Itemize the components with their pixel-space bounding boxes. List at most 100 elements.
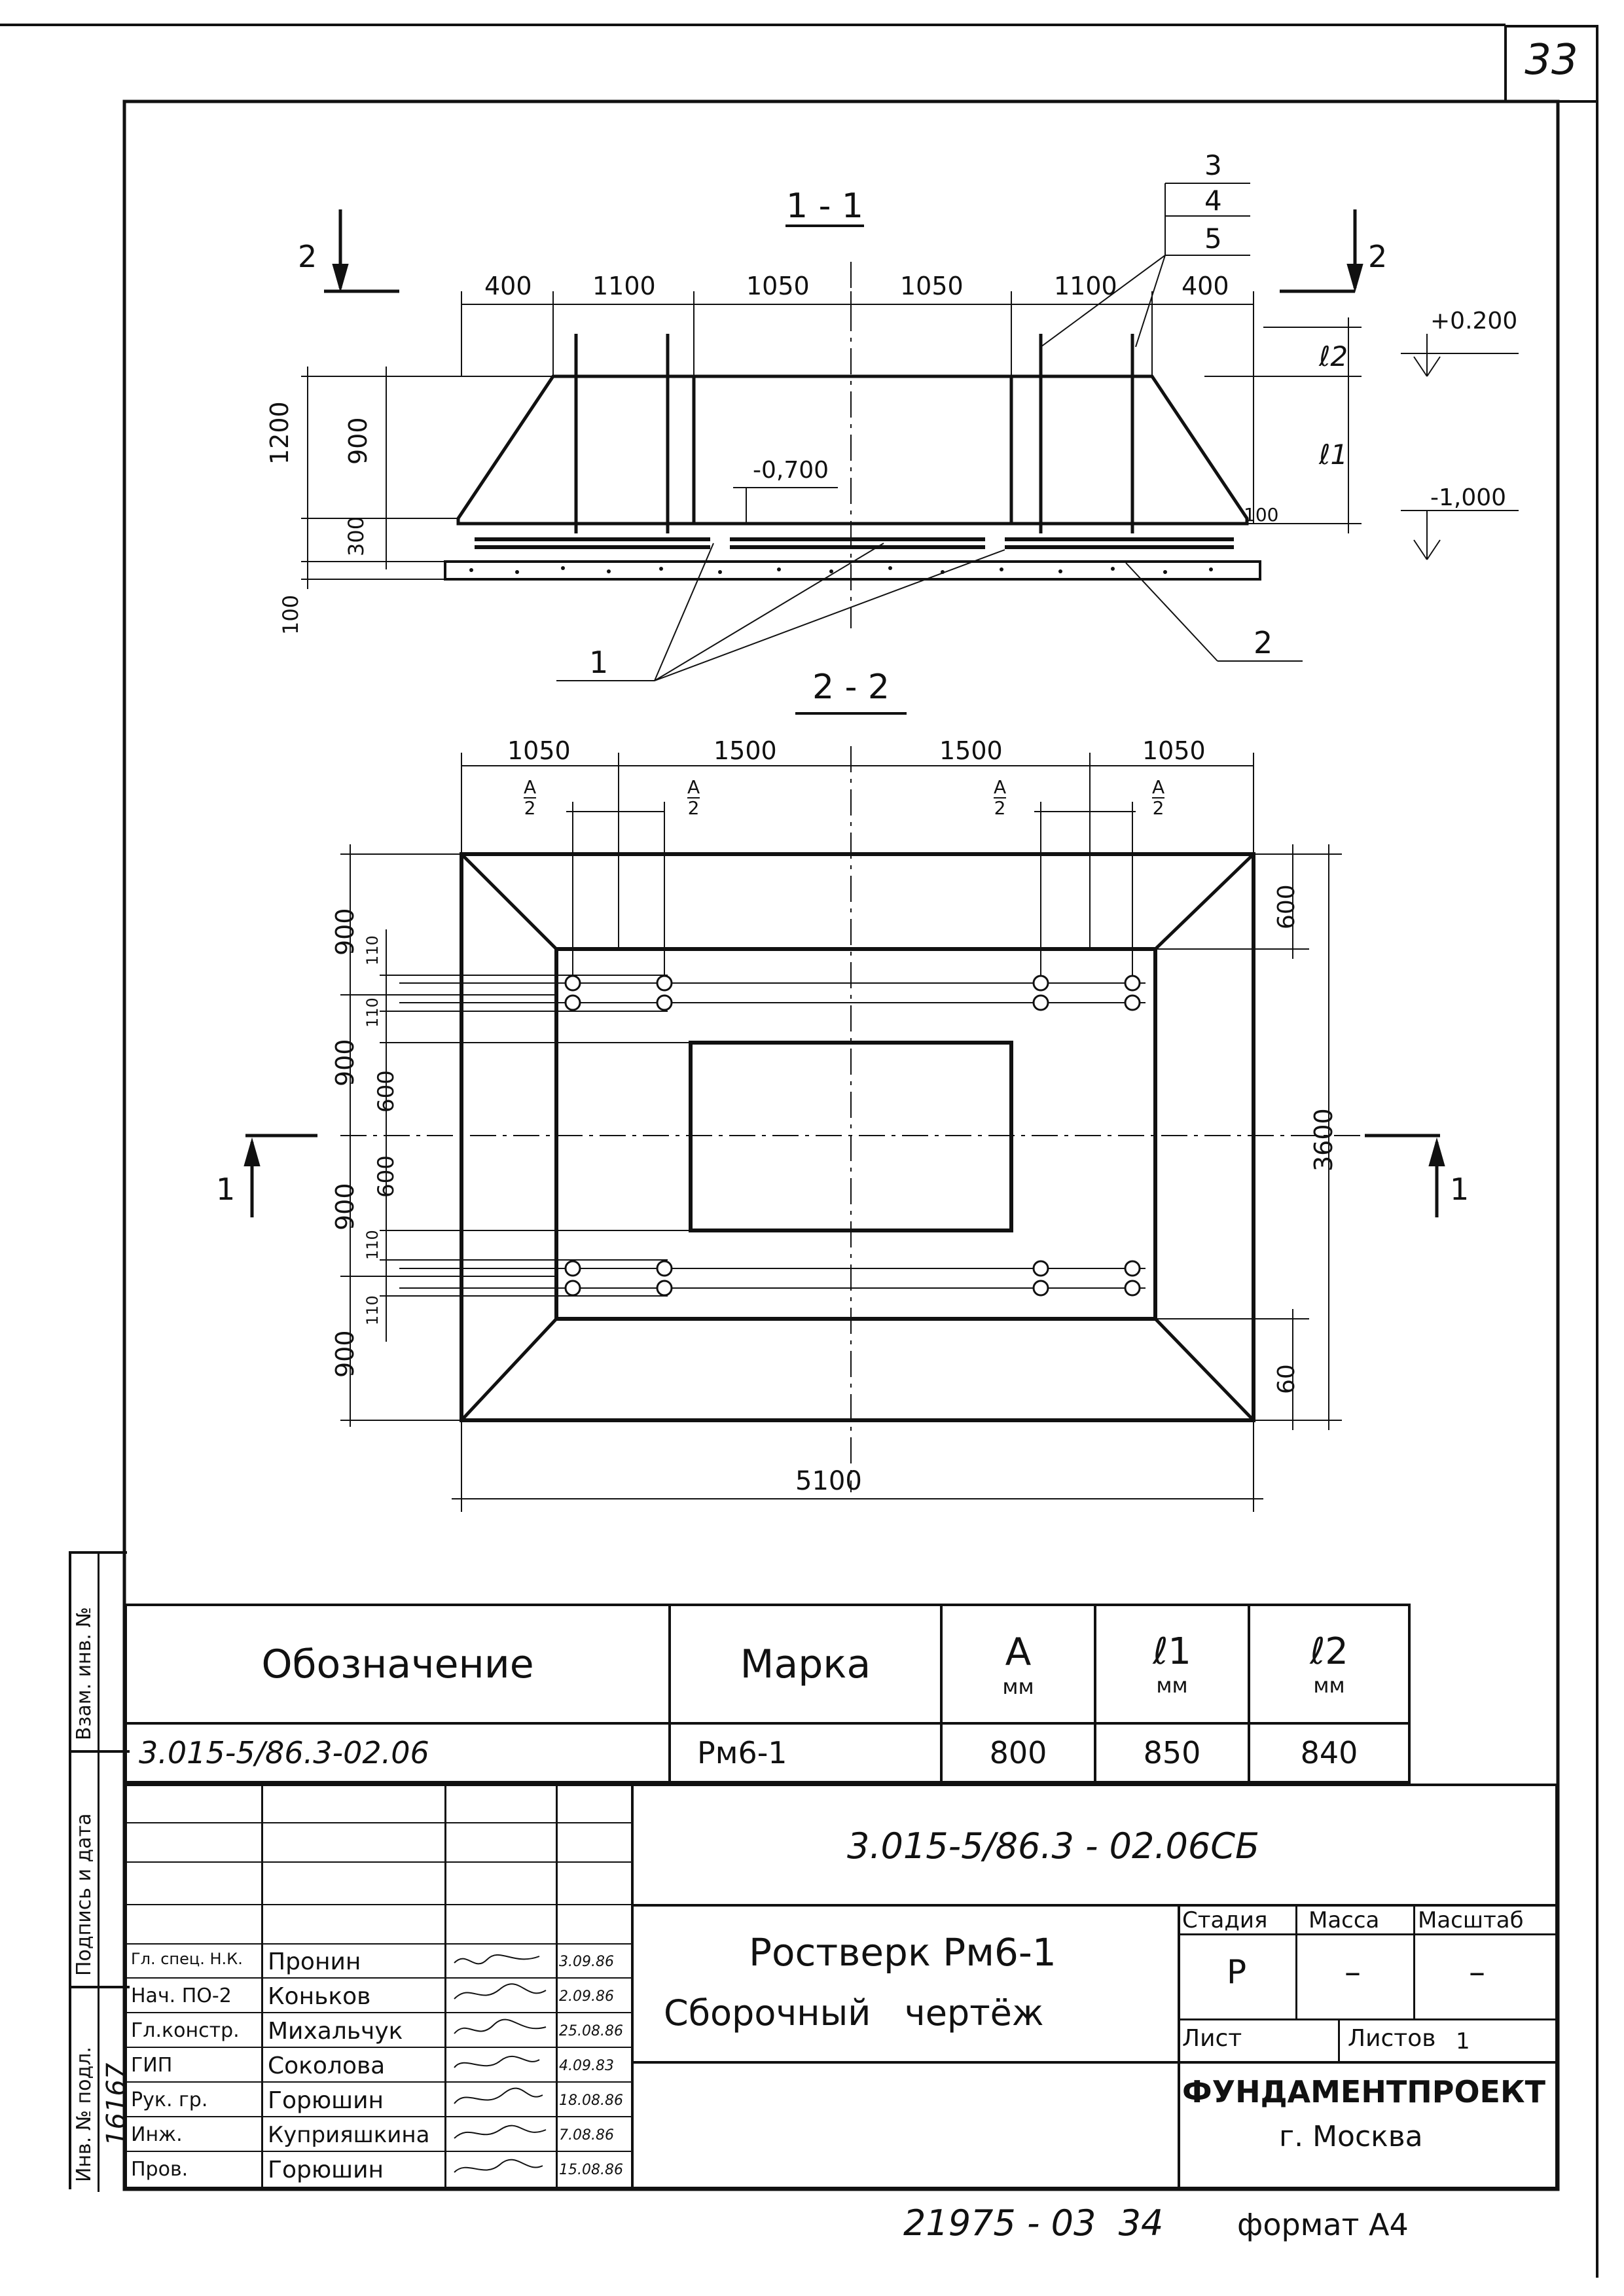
org-name: ФУНДАМЕНТПРОЕКТ bbox=[1182, 2074, 1545, 2109]
plan-dim-top-0: 1050 bbox=[507, 736, 571, 765]
signer-date: 18.08.86 bbox=[559, 2092, 623, 2109]
footer-code: 21975 - 03 34 bbox=[903, 2202, 1164, 2244]
half-a-4-num: A bbox=[1152, 776, 1165, 798]
tb-code-bottom bbox=[631, 1904, 1555, 1907]
half-a-3: A 2 bbox=[994, 776, 1007, 819]
footer-format: формат A4 bbox=[1237, 2207, 1409, 2242]
signer-name: Михальчук bbox=[268, 2018, 403, 2045]
sheet-number: 33 bbox=[1525, 36, 1578, 84]
dim-left-100: 100 bbox=[278, 594, 303, 635]
plan-dim-left-900-b: 900 bbox=[331, 1039, 359, 1086]
plan-dim-left-110-d: 110 bbox=[363, 1295, 382, 1325]
drawing-frame bbox=[122, 99, 1560, 2191]
plan-dim-top-1: 1500 bbox=[713, 736, 777, 765]
section-1-1 bbox=[301, 183, 1519, 681]
tb-sheets-col bbox=[1338, 2018, 1340, 2061]
signer-line-6 bbox=[127, 2151, 631, 2152]
dim-top-5: 400 bbox=[1182, 272, 1229, 300]
tb-row-c bbox=[127, 1904, 631, 1905]
section-2-2 bbox=[244, 712, 1445, 1512]
plan-dim-left-110-b: 110 bbox=[363, 997, 382, 1028]
dim-left-300: 300 bbox=[344, 516, 369, 556]
plan-dim-top-3: 1050 bbox=[1142, 736, 1206, 765]
doc-code: 3.015-5/86.3 - 02.06СБ bbox=[847, 1825, 1260, 1867]
signers-list: Гл. спец. Н.К. Пронин 3.09.86 Нач. ПО-2 … bbox=[127, 1943, 631, 2187]
tb-col-4 bbox=[631, 1786, 634, 2187]
signer-row: Гл.констр. Михальчук 25.08.86 bbox=[127, 2013, 631, 2047]
half-a-3-den: 2 bbox=[994, 797, 1006, 819]
cut-mark-2-right: 2 bbox=[1368, 239, 1388, 274]
leader-1: 1 bbox=[589, 645, 609, 680]
signer-row: Нач. ПО-2 Коньков 2.09.86 bbox=[127, 1978, 631, 2012]
half-a-1-num: A bbox=[524, 776, 537, 798]
cut-mark-1-right: 1 bbox=[1450, 1172, 1470, 1207]
leader-5: 5 bbox=[1204, 223, 1222, 255]
signer-row: Гл. спец. Н.К. Пронин 3.09.86 bbox=[127, 1943, 631, 1977]
plan-dim-top-2: 1500 bbox=[939, 736, 1003, 765]
spec-l2-text: 840 bbox=[1300, 1735, 1358, 1770]
sheet-label: Лист bbox=[1182, 2025, 1242, 2052]
signer-role: Нач. ПО-2 bbox=[131, 1984, 232, 2007]
side-inv-original: Инв. № подл. bbox=[73, 2047, 96, 2182]
tb-scale-col bbox=[1413, 1904, 1415, 2018]
spec-header-l1-text: ℓ1 bbox=[1153, 1630, 1191, 1673]
side-strip-vdivider bbox=[98, 1554, 99, 2192]
dim-l2: ℓ2 bbox=[1319, 340, 1348, 372]
mass-label: Масса bbox=[1308, 1907, 1380, 1933]
plan-dim-left-600-b: 600 bbox=[373, 1155, 399, 1198]
sheets-label: Листов bbox=[1348, 2025, 1436, 2052]
level-plus-0200: +0.200 bbox=[1430, 308, 1518, 334]
leader-3: 3 bbox=[1204, 149, 1222, 181]
signer-role: Гл.констр. bbox=[131, 2019, 240, 2042]
scale-value: – bbox=[1469, 1953, 1485, 1991]
spec-a: 800 bbox=[940, 1722, 1096, 1784]
plan-dim-left-600-a: 600 bbox=[373, 1070, 399, 1113]
opening-outline bbox=[692, 376, 1013, 526]
half-a-2-den: 2 bbox=[687, 797, 700, 819]
dim-right-100: 100 bbox=[1244, 504, 1279, 526]
signer-name: Пронин bbox=[268, 1948, 361, 1975]
signer-date: 25.08.86 bbox=[559, 2023, 623, 2039]
spec-mark: Pм6-1 bbox=[668, 1722, 943, 1784]
spec-unit-a: мм bbox=[1002, 1674, 1034, 1699]
spec-table: Обозначение Марка A мм ℓ1 мм ℓ2 мм 3.015… bbox=[124, 1604, 1411, 1784]
dim-left-1200: 1200 bbox=[265, 401, 294, 465]
spec-designation-text: 3.015-5/86.3-02.06 bbox=[139, 1735, 429, 1770]
signer-role: Пров. bbox=[131, 2158, 189, 2181]
signer-row: Рук. гр. Горюшин 18.08.86 bbox=[127, 2082, 631, 2116]
signer-line-4 bbox=[127, 2081, 631, 2083]
signer-row: Пров. Горюшин 15.08.86 bbox=[127, 2151, 631, 2185]
signer-line-1 bbox=[127, 1977, 631, 1979]
spec-header-mark-text: Марка bbox=[740, 1641, 871, 1687]
plan-dim-left-900-a: 900 bbox=[331, 908, 359, 956]
spec-unit-l1: мм bbox=[1156, 1673, 1188, 1698]
signer-role: Гл. спец. Н.К. bbox=[131, 1950, 243, 1968]
plan-dim-left-900-d: 900 bbox=[331, 1330, 359, 1378]
plan-dim-left-110-a: 110 bbox=[363, 935, 382, 965]
half-a-3-num: A bbox=[994, 776, 1007, 798]
tb-row-a bbox=[127, 1822, 631, 1823]
scale-label: Масштаб bbox=[1418, 1907, 1524, 1933]
tb-row-b bbox=[127, 1861, 631, 1863]
half-a-2: A 2 bbox=[687, 778, 700, 818]
cut-mark-2-left: 2 bbox=[298, 239, 317, 274]
tb-col-3 bbox=[556, 1786, 558, 2187]
leader-2: 2 bbox=[1254, 625, 1273, 660]
sheets-value: 1 bbox=[1456, 2028, 1470, 2054]
side-strip-divider-2 bbox=[71, 1986, 130, 1988]
spec-header-designation: Обозначение bbox=[124, 1604, 671, 1725]
dim-top-0: 400 bbox=[484, 272, 532, 300]
signer-date: 2.09.86 bbox=[559, 1988, 614, 2005]
section-1-1-title: 1 - 1 bbox=[786, 187, 863, 226]
dim-top-1: 1100 bbox=[592, 272, 656, 300]
signer-line-5 bbox=[127, 2116, 631, 2117]
plan-outer bbox=[460, 852, 1255, 1422]
spec-header-l2-text: ℓ2 bbox=[1310, 1630, 1348, 1673]
stage-label: Стадия bbox=[1182, 1907, 1268, 1933]
section-2-2-title: 2 - 2 bbox=[812, 668, 890, 707]
stage-value: Р bbox=[1227, 1953, 1247, 1991]
spec-l1-text: 850 bbox=[1143, 1735, 1201, 1770]
signer-date: 3.09.86 bbox=[559, 1954, 614, 1970]
level-minus-0700: -0,700 bbox=[753, 457, 829, 484]
